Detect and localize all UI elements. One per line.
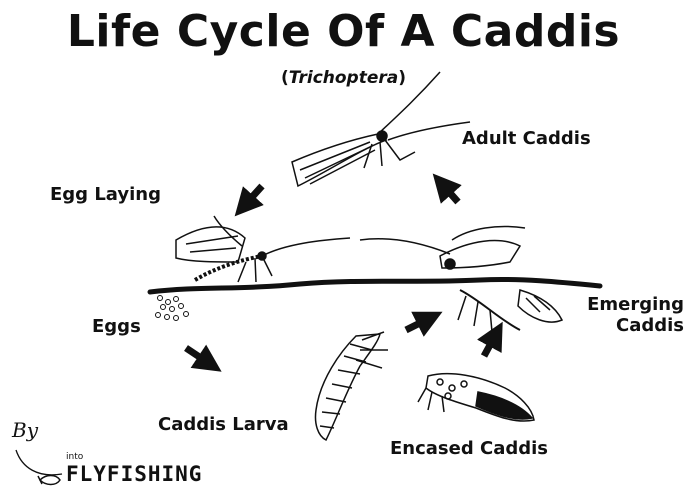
caddis-larva-figure bbox=[315, 332, 388, 440]
label-emerging-line1: Emerging bbox=[574, 294, 684, 315]
label-encased-caddis: Encased Caddis bbox=[390, 438, 548, 459]
label-eggs: Eggs bbox=[92, 316, 141, 337]
arrow-encased-to-emerging bbox=[484, 334, 496, 356]
encased-caddis-figure bbox=[418, 374, 534, 421]
adult-caddis-figure bbox=[292, 72, 470, 186]
label-adult-caddis: Adult Caddis bbox=[462, 128, 591, 149]
arrow-adult-to-egg-laying bbox=[244, 186, 262, 206]
eggs-cluster bbox=[156, 296, 189, 321]
logo-brand-text: FLYFISHING bbox=[66, 462, 202, 486]
logo-into-text: into bbox=[66, 452, 83, 462]
egg-laying-caddis-figure bbox=[176, 216, 350, 282]
into-flyfishing-logo: By into FLYFISHING bbox=[8, 418, 218, 490]
fish-hook-icon bbox=[8, 440, 68, 500]
arrow-larva-to-encased bbox=[406, 318, 430, 330]
arrow-emerging-to-adult bbox=[442, 184, 458, 202]
label-emerging-caddis: Emerging Caddis bbox=[574, 294, 684, 336]
label-egg-laying: Egg Laying bbox=[50, 184, 161, 205]
logo-by-text: By bbox=[12, 418, 38, 442]
water-surface-line bbox=[150, 279, 600, 292]
label-emerging-line2: Caddis bbox=[574, 315, 684, 336]
arrow-eggs-to-larva bbox=[186, 348, 210, 364]
